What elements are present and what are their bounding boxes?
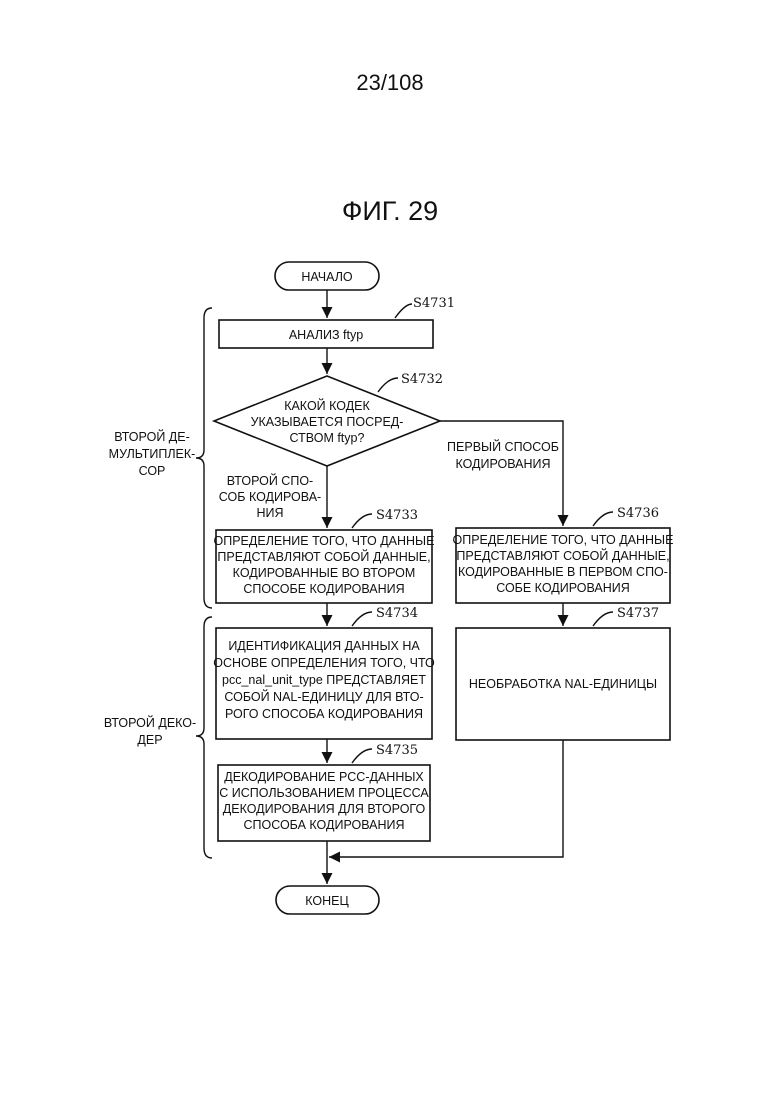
start-label: НАЧАЛО [301, 270, 353, 284]
step-s4734-label: S4734 [376, 606, 418, 621]
brace-demultiplexer [196, 308, 212, 608]
step-s4734-text: pcc_nal_unit_type ПРЕДСТАВЛЯЕТ [222, 673, 426, 687]
group-label-line: ВТОРОЙ ДЕКО- [104, 715, 196, 730]
step-s4736-text: ПРЕДСТАВЛЯЮТ СОБОЙ ДАННЫЕ, [456, 548, 669, 563]
step-s4732-text: КАКОЙ КОДЕК [284, 398, 370, 413]
branch-label-line: КОДИРОВАНИЯ [455, 457, 550, 471]
group-label-decoder: ВТОРОЙ ДЕКО- ДЕР [104, 715, 196, 747]
group-label-demultiplexer: ВТОРОЙ ДЕ- МУЛЬТИПЛЕК- СОР [109, 429, 196, 478]
step-s4734-text: ОСНОВЕ ОПРЕДЕЛЕНИЯ ТОГО, ЧТО [213, 656, 435, 670]
step-s4733-text: КОДИРОВАННЫЕ ВО ВТОРОМ [233, 566, 416, 580]
step-leader [352, 612, 372, 626]
step-s4731-text: АНАЛИЗ ftyp [289, 328, 363, 342]
step-s4736-label: S4736 [617, 506, 659, 521]
step-s4733-label: S4733 [376, 508, 418, 523]
connector [440, 421, 563, 526]
step-leader [352, 749, 372, 763]
step-s4735-text: ДЕКОДИРОВАНИЯ ДЛЯ ВТОРОГО [223, 802, 426, 816]
end-label: КОНЕЦ [305, 894, 349, 908]
step-s4736-text: ОПРЕДЕЛЕНИЕ ТОГО, ЧТО ДАННЫЕ [453, 533, 674, 547]
step-s4735-text: ДЕКОДИРОВАНИЕ PCC-ДАННЫХ [224, 770, 424, 784]
step-leader [593, 512, 613, 526]
branch-label-line: ПЕРВЫЙ СПОСОБ [447, 439, 559, 454]
branch-label-line: СОБ КОДИРОВА- [219, 490, 321, 504]
step-s4732-text: СТВОМ ftyp? [290, 431, 365, 445]
step-s4735-text: С ИСПОЛЬЗОВАНИЕМ ПРОЦЕССА [219, 786, 429, 800]
step-s4737-text: НЕОБРАБОТКА NAL-ЕДИНИЦЫ [469, 677, 657, 691]
step-s4734-text: РОГО СПОСОБА КОДИРОВАНИЯ [225, 707, 423, 721]
brace-decoder [196, 617, 212, 858]
step-leader [395, 304, 412, 318]
branch-label-line: НИЯ [256, 506, 283, 520]
step-s4736-text: СОБЕ КОДИРОВАНИЯ [496, 581, 630, 595]
branch-label-line: ВТОРОЙ СПО- [227, 473, 313, 488]
step-s4734-text: СОБОЙ NAL-ЕДИНИЦУ ДЛЯ ВТО- [224, 689, 423, 704]
group-label-line: ДЕР [137, 733, 162, 747]
step-s4734-text: ИДЕНТИФИКАЦИЯ ДАННЫХ НА [228, 639, 420, 653]
step-s4737-label: S4737 [617, 606, 659, 621]
branch-label-first-coding: ПЕРВЫЙ СПОСОБ КОДИРОВАНИЯ [447, 439, 559, 471]
step-leader [593, 612, 613, 626]
step-s4733-text: ОПРЕДЕЛЕНИЕ ТОГО, ЧТО ДАННЫЕ [214, 534, 435, 548]
step-s4732-label: S4732 [401, 372, 443, 387]
step-leader [352, 514, 372, 528]
group-label-line: МУЛЬТИПЛЕК- [109, 447, 196, 461]
step-s4735-text: СПОСОБА КОДИРОВАНИЯ [243, 818, 404, 832]
step-leader [378, 378, 398, 392]
step-s4736-text: КОДИРОВАННЫЕ В ПЕРВОМ СПО- [458, 565, 668, 579]
step-s4732-text: УКАЗЫВАЕТСЯ ПОСРЕД- [251, 415, 404, 429]
step-s4731-label: S4731 [413, 296, 455, 311]
group-label-line: СОР [139, 464, 166, 478]
branch-label-second-coding: ВТОРОЙ СПО- СОБ КОДИРОВА- НИЯ [219, 473, 321, 520]
step-s4733-text: ПРЕДСТАВЛЯЮТ СОБОЙ ДАННЫЕ, [217, 549, 430, 564]
step-s4733-text: СПОСОБЕ КОДИРОВАНИЯ [243, 582, 404, 596]
step-s4735-label: S4735 [376, 743, 418, 758]
group-label-line: ВТОРОЙ ДЕ- [114, 429, 190, 444]
